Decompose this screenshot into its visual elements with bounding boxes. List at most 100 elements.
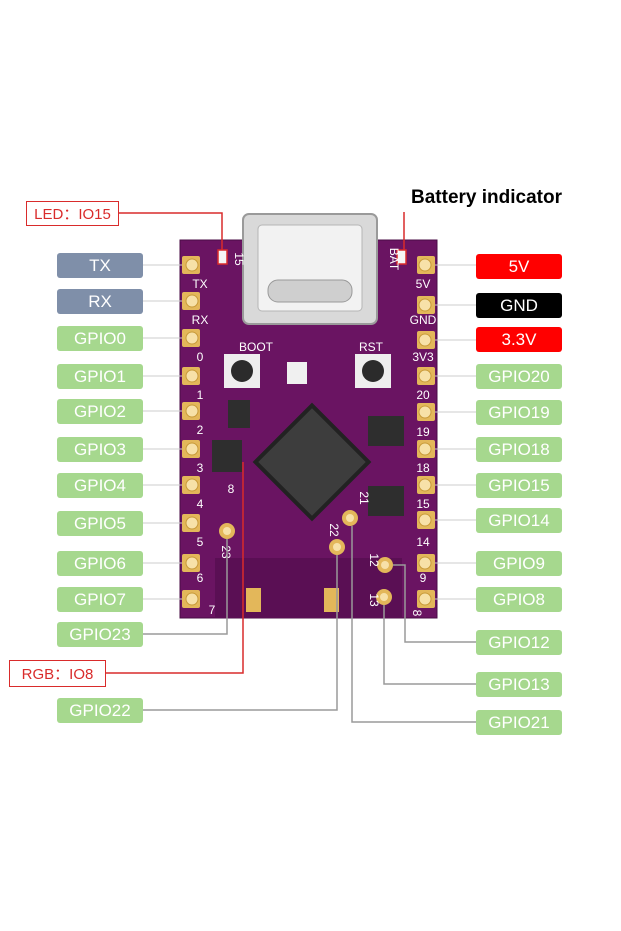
right-pad-hole	[418, 333, 432, 347]
silk-left-0: 0	[197, 350, 204, 364]
left-label-gpio5: GPIO5	[57, 511, 143, 536]
ic-right-1	[368, 416, 404, 446]
led-bat	[396, 249, 407, 265]
silk-right-20: 20	[416, 388, 430, 402]
boot-button[interactable]	[231, 360, 253, 382]
left-label-gpio7: GPIO7	[57, 587, 143, 612]
callout-lines-layer	[106, 212, 476, 723]
right-pad-hole	[418, 258, 432, 272]
right-label-gpio15: GPIO15	[476, 473, 562, 498]
rst-button[interactable]	[362, 360, 384, 382]
right-pad-hole	[418, 592, 432, 606]
pads-layer	[143, 256, 476, 608]
right-pad-hole	[418, 513, 432, 527]
silk-left-rx: RX	[192, 313, 209, 327]
left-label-gpio23: GPIO23	[57, 622, 143, 647]
left-label-rx: RX	[57, 289, 143, 314]
right-label-gpio14: GPIO14	[476, 508, 562, 533]
left-pad-hole	[185, 404, 199, 418]
silk-right-15: 15	[416, 497, 430, 511]
right-label-gpio12: GPIO12	[476, 630, 562, 655]
right-pad-hole	[418, 478, 432, 492]
right-label-gpio8: GPIO8	[476, 587, 562, 612]
left-label-tx: TX	[57, 253, 143, 278]
silk-boot: BOOT	[239, 340, 274, 354]
small-component	[287, 362, 307, 384]
left-pad-hole	[185, 556, 199, 570]
left-label-gpio0: GPIO0	[57, 326, 143, 351]
left-pad-hole	[185, 478, 199, 492]
left-label-gpio3: GPIO3	[57, 437, 143, 462]
gpio12-line	[393, 564, 476, 643]
silk-22: 22	[327, 523, 341, 537]
silk-right-5v: 5V	[416, 277, 431, 291]
right-pad-hole	[418, 442, 432, 456]
silk-12: 12	[367, 553, 381, 567]
silk-left-4: 4	[197, 497, 204, 511]
right-pad-hole	[418, 405, 432, 419]
inner-pad-hole	[333, 543, 341, 551]
right-pad-hole	[418, 369, 432, 383]
gpio21-line	[351, 526, 476, 723]
usb-c-mouth	[267, 279, 353, 303]
silk-left-1: 1	[197, 388, 204, 402]
silk-left-tx: TX	[192, 277, 207, 291]
right-label-gpio9: GPIO9	[476, 551, 562, 576]
right-label-gnd: GND	[476, 293, 562, 318]
left-label-gpio22: GPIO22	[57, 698, 143, 723]
right-label-3-3v: 3.3V	[476, 327, 562, 352]
silk-8: 8	[228, 482, 235, 496]
inner-pad-hole	[381, 561, 389, 569]
silk-right-9: 9	[420, 571, 427, 585]
left-pad-hole	[185, 294, 199, 308]
right-label-gpio19: GPIO19	[476, 400, 562, 425]
ic-left	[228, 400, 250, 428]
gpio22-line	[143, 555, 338, 711]
rgb-callout-line	[106, 462, 244, 674]
left-label-gpio2: GPIO2	[57, 399, 143, 424]
right-label-gpio21: GPIO21	[476, 710, 562, 735]
silk-top-bat: BAT	[387, 248, 401, 271]
silk-23: 23	[219, 545, 233, 559]
silk-left-6: 6	[197, 571, 204, 585]
gpio23-line	[143, 539, 228, 635]
esp32-chip	[252, 402, 372, 522]
led-callout-line	[119, 212, 223, 250]
silk-right-3v3: 3V3	[412, 350, 434, 364]
silk-13: 13	[367, 593, 381, 607]
left-label-gpio6: GPIO6	[57, 551, 143, 576]
silk-top-15: 15	[232, 252, 246, 266]
silk-21: 21	[357, 491, 371, 505]
rgb-callout: RGB：IO8	[9, 660, 106, 687]
silk-right-19: 19	[416, 425, 430, 439]
left-pad-hole	[185, 331, 199, 345]
antenna-pad-right	[324, 588, 339, 612]
silk-rst: RST	[359, 340, 384, 354]
silk-right-18: 18	[416, 461, 430, 475]
silk-right-gnd: GND	[410, 313, 437, 327]
left-label-gpio4: GPIO4	[57, 473, 143, 498]
led-callout: LED：IO15	[26, 201, 119, 226]
silk-left-bottom: 7	[209, 603, 216, 617]
inner-pad-hole	[380, 593, 388, 601]
right-pad-hole	[418, 556, 432, 570]
right-pad-hole	[418, 298, 432, 312]
silk-left-5: 5	[197, 535, 204, 549]
antenna-pad-left	[246, 588, 261, 612]
silk-left-3: 3	[197, 461, 204, 475]
silk-left-2: 2	[197, 423, 204, 437]
ic-right-2	[368, 486, 404, 516]
led-15	[217, 249, 228, 265]
right-label-gpio18: GPIO18	[476, 437, 562, 462]
inner-pad-hole	[223, 527, 231, 535]
left-label-gpio1: GPIO1	[57, 364, 143, 389]
battery-indicator-title: Battery indicator	[411, 187, 562, 208]
gpio13-line	[383, 605, 476, 685]
right-label-gpio13: GPIO13	[476, 672, 562, 697]
silk-right-bottom: 8	[410, 610, 424, 617]
right-label-gpio20: GPIO20	[476, 364, 562, 389]
ic-left-2	[212, 440, 242, 472]
